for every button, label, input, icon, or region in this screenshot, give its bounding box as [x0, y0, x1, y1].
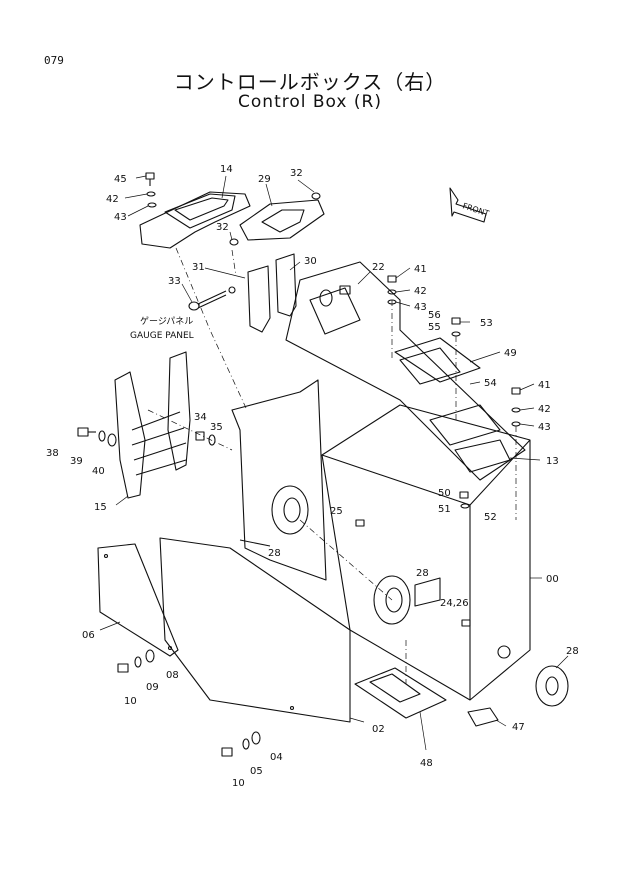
callout-number: 32 [216, 222, 229, 233]
callout-number: 28 [268, 548, 281, 559]
callout-number: 25 [330, 506, 343, 517]
callout-numbers: 45 42 43 14 29 32 32 31 33 30 22 41 42 4… [46, 164, 579, 789]
callout-number: 39 [70, 456, 83, 467]
callout-number: 28 [566, 646, 579, 657]
part-long-bolt [188, 286, 236, 311]
callout-number: 10 [124, 696, 137, 707]
callout-number: 24,26 [440, 598, 469, 609]
part-pad-48 [354, 667, 447, 719]
callout-number: 50 [438, 488, 451, 499]
callout-number: 10 [232, 778, 245, 789]
gauge-panel-label-jp: ゲージパネル [140, 315, 193, 327]
callout-number: 38 [46, 448, 59, 459]
part-console [285, 261, 526, 481]
callout-number: 35 [210, 422, 223, 433]
front-arrow-icon: FRONT [449, 187, 490, 223]
part-main-box [321, 404, 531, 701]
callout-number: 05 [250, 766, 263, 777]
part-cover-plate-49 [394, 337, 481, 383]
part-top-cover [139, 191, 251, 249]
callout-number: 48 [420, 758, 433, 769]
fastener-38-40 [77, 427, 216, 447]
callout-number: 54 [484, 378, 497, 389]
callout-number: 56 [428, 310, 441, 321]
page-number: 079 [44, 54, 64, 67]
callout-number: 04 [270, 752, 283, 763]
callout-number: 33 [168, 276, 181, 287]
part-inner-frame [231, 379, 327, 581]
part-panel-06 [97, 543, 179, 657]
callout-number: 43 [414, 302, 427, 313]
callout-number: 53 [480, 318, 493, 329]
callout-number: 43 [538, 422, 551, 433]
callout-number: 42 [414, 286, 427, 297]
callout-number: 32 [290, 168, 303, 179]
callout-number: 31 [192, 262, 205, 273]
fastener-45 [145, 172, 157, 208]
callout-number: 09 [146, 682, 159, 693]
callout-number: 55 [428, 322, 441, 333]
callout-number: 13 [546, 456, 559, 467]
callout-number: 45 [114, 174, 127, 185]
callout-number: 52 [484, 512, 497, 523]
callout-number: 51 [438, 504, 451, 515]
callout-number: 14 [220, 164, 233, 175]
callout-number: 28 [416, 568, 429, 579]
callout-number: 08 [166, 670, 179, 681]
part-pulley-28 [535, 665, 569, 707]
part-plate [239, 199, 325, 241]
page-title-en: Control Box (R) [238, 92, 382, 112]
callout-number: 06 [82, 630, 95, 641]
callout-number: 42 [538, 404, 551, 415]
part-bracket-30 [275, 253, 297, 317]
fastener-08-10 [117, 649, 261, 757]
callout-number: 41 [538, 380, 551, 391]
part-grommet-47 [467, 707, 499, 727]
page-title-jp: コントロールボックス（右） [173, 70, 447, 94]
part-side-panel [159, 537, 351, 723]
callout-number: 43 [114, 212, 127, 223]
gauge-panel-label-en: GAUGE PANEL [130, 331, 194, 341]
callout-number: 49 [504, 348, 517, 359]
callout-number: 42 [106, 194, 119, 205]
callout-number: 02 [372, 724, 385, 735]
callout-number: 22 [372, 262, 385, 273]
callout-number: 34 [194, 412, 207, 423]
callout-number: 29 [258, 174, 271, 185]
callout-number: 41 [414, 264, 427, 275]
callout-number: 15 [94, 502, 107, 513]
callout-number: 40 [92, 466, 105, 477]
callout-number: 30 [304, 256, 317, 267]
part-gauge-panel [114, 351, 191, 499]
part-bracket-31 [247, 265, 271, 333]
callout-number: 47 [512, 722, 525, 733]
callout-number: 00 [546, 574, 559, 585]
